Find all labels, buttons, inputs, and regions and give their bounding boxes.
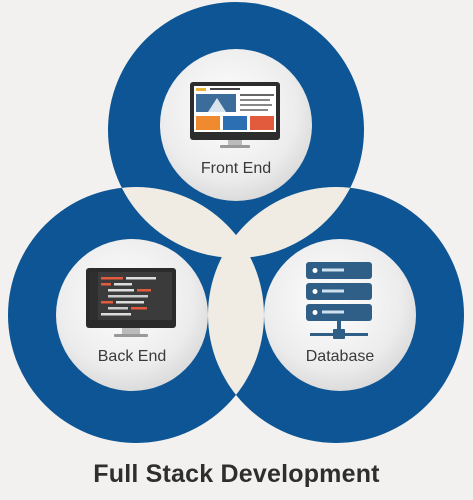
diagram-title: Full Stack Development — [93, 460, 380, 488]
database-label: Database — [305, 348, 375, 365]
front-end-label: Front End — [200, 160, 272, 177]
website-monitor-icon — [190, 82, 280, 148]
overlap-front-database — [208, 187, 364, 258]
code-monitor-icon — [86, 268, 176, 337]
server-stack-icon — [306, 262, 372, 339]
back-end-label: Back End — [97, 348, 167, 365]
overlap-front-back — [108, 187, 264, 258]
